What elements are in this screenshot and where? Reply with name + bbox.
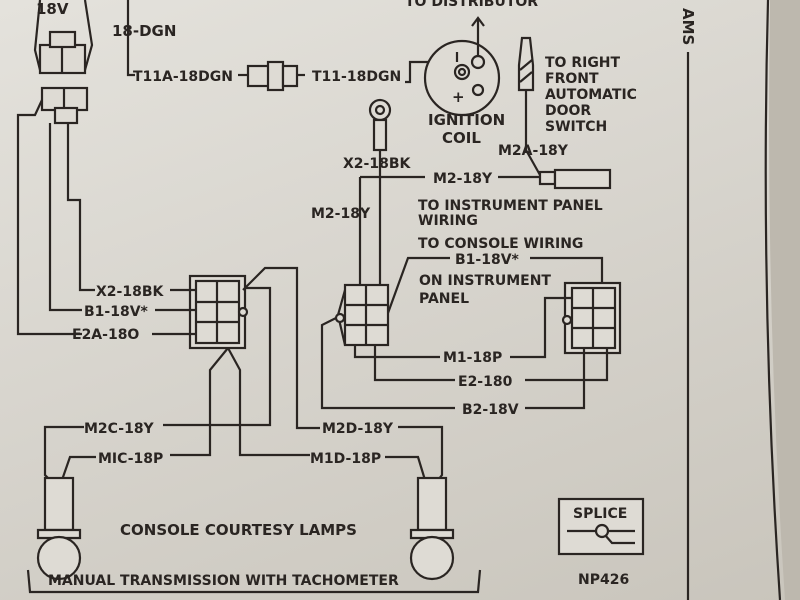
console-connector <box>188 274 249 350</box>
right-connector <box>561 281 622 355</box>
door-switch-connector <box>517 36 541 176</box>
splice-legend: SPLICE <box>557 497 645 556</box>
label-b1-18v-right: B1-18V* <box>455 252 520 268</box>
footer-code: NP426 <box>578 572 629 588</box>
ground-ring-terminal <box>368 98 392 285</box>
right-courtesy-lamp <box>409 476 455 581</box>
label-m2-18y-vertical: M2-18Y <box>311 206 371 222</box>
label-mic-18p: MIC-18P <box>98 451 163 467</box>
footer-title: MANUAL TRANSMISSION WITH TACHOMETER <box>48 573 399 589</box>
inline-connector <box>238 60 305 92</box>
label-on-instrument: ON INSTRUMENT <box>419 273 551 289</box>
plus-terminal-icon: + <box>452 88 465 106</box>
label-panel: PANEL <box>419 291 469 307</box>
page-edge <box>764 0 782 600</box>
label-m2d-18y: M2D-18Y <box>322 421 394 437</box>
label-front: FRONT <box>545 71 599 87</box>
label-to-instrument-panel: TO INSTRUMENT PANEL <box>418 198 603 214</box>
label-to-right: TO RIGHT <box>545 55 621 71</box>
label-m2c-18y: M2C-18Y <box>84 421 155 437</box>
label-console-courtesy-lamps: CONSOLE COURTESY LAMPS <box>120 521 357 539</box>
label-e2a-18o: E2A-18O <box>72 327 139 343</box>
label-door: DOOR <box>545 103 591 119</box>
ignition-coil: + <box>423 16 501 117</box>
label-splice: SPLICE <box>573 506 627 522</box>
label-automatic: AUTOMATIC <box>545 87 637 103</box>
top-left-connector: 18V <box>33 0 94 75</box>
label-18v: 18V <box>36 0 69 18</box>
label-m2-18y-horizontal: M2-18Y <box>433 171 493 187</box>
label-x2-18bk-left: X2-18BK <box>96 284 164 300</box>
center-connector <box>334 283 390 347</box>
label-b2-18v: B2-18V <box>462 402 519 418</box>
label-ignition: IGNITION <box>428 111 505 129</box>
label-e2-180: E2-180 <box>458 374 513 390</box>
label-t11a-18dgn: T11A-18DGN <box>133 69 233 85</box>
label-wiring: WIRING <box>418 213 478 229</box>
label-m1-18p: M1-18P <box>443 350 502 366</box>
label-to-distributor: TO DISTRIBUTOR <box>405 0 538 10</box>
adjacent-page <box>769 0 800 600</box>
left-courtesy-lamp <box>36 476 82 581</box>
second-left-connector <box>16 86 95 336</box>
label-t11-18dgn: T11-18DGN <box>312 69 401 85</box>
label-18-dgn: 18-DGN <box>112 22 176 40</box>
label-x2-18bk-top: X2-18BK <box>343 156 411 172</box>
label-b1-18v-left: B1-18V* <box>84 304 149 320</box>
label-switch: SWITCH <box>545 119 607 135</box>
label-coil: COIL <box>442 129 481 147</box>
label-m1d-18p: M1D-18P <box>310 451 381 467</box>
section-tab-label: AMS <box>679 8 697 45</box>
instrument-panel-plug <box>538 168 612 190</box>
label-m2a-18y: M2A-18Y <box>498 143 569 159</box>
label-to-console-wiring: TO CONSOLE WIRING <box>418 236 583 252</box>
